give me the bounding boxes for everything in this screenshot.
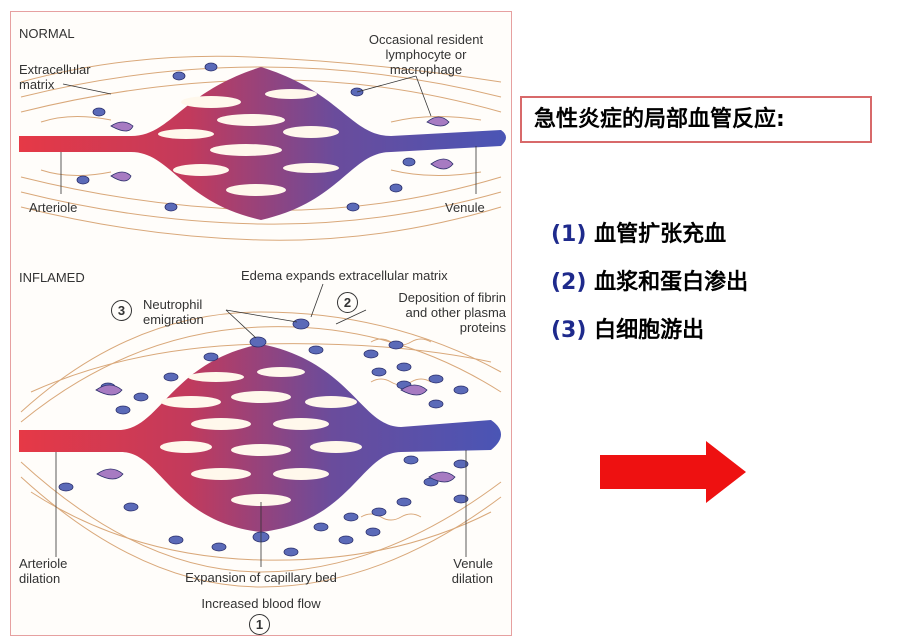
inflamed-capillary-gaps bbox=[160, 367, 362, 506]
response-text: 血浆和蛋白渗出 bbox=[594, 270, 749, 295]
inflamed-panel-title: INFLAMED bbox=[19, 270, 85, 285]
blood-flow-label: Increased blood flow bbox=[201, 596, 321, 611]
response-text: 白细胞游出 bbox=[594, 318, 705, 343]
inflamed-vessel-network bbox=[19, 344, 501, 532]
vessel-diagram bbox=[19, 55, 506, 588]
neutrophil-emigration-label: Neutrophil emigration bbox=[143, 297, 204, 327]
inflamed-panel bbox=[19, 283, 502, 588]
response-number: (3) bbox=[551, 318, 587, 343]
inflamed-leader-lines bbox=[55, 283, 467, 567]
normal-arteriole-label: Arteriole bbox=[29, 200, 78, 215]
response-number: (2) bbox=[551, 270, 587, 295]
normal-panel bbox=[19, 55, 506, 241]
normal-panel-title: NORMAL bbox=[19, 26, 75, 41]
fibrin-number-badge: 2 bbox=[337, 292, 358, 313]
edema-label: Edema expands extracellular matrix bbox=[241, 268, 448, 283]
normal-vessel-network bbox=[19, 67, 506, 220]
normal-leader-lines bbox=[60, 75, 477, 194]
response-item-3: (3) 白细胞游出 bbox=[551, 318, 704, 344]
response-item-1: (1) 血管扩张充血 bbox=[551, 222, 726, 248]
venule-dilation-label: Venule dilation bbox=[451, 556, 493, 586]
blood-flow-number-badge: 1 bbox=[249, 614, 270, 635]
inflamed-cells bbox=[58, 318, 469, 557]
response-number: (1) bbox=[551, 222, 587, 247]
resident-cell-label: Occasional resident lymphocyte or macrop… bbox=[368, 32, 484, 77]
normal-venule-label: Venule bbox=[445, 200, 485, 215]
normal-cells bbox=[76, 62, 454, 212]
response-text: 血管扩张充血 bbox=[594, 222, 727, 247]
right-arrow-icon bbox=[600, 441, 746, 503]
fibrin-deposition-label: Deposition of fibrin and other plasma pr… bbox=[398, 290, 506, 335]
neutrophil-number-badge: 3 bbox=[111, 300, 132, 321]
vascular-response-figure: NORMAL Extracellular matrix Occasional r… bbox=[10, 11, 512, 636]
capillary-expansion-label: Expansion of capillary bed bbox=[185, 570, 337, 585]
normal-capillary-gaps bbox=[158, 89, 339, 196]
arteriole-dilation-label: Arteriole dilation bbox=[19, 556, 68, 586]
extracellular-matrix-label: Extracellular matrix bbox=[19, 62, 91, 92]
side-title: 急性炎症的局部血管反应: bbox=[520, 96, 872, 143]
response-item-2: (2) 血浆和蛋白渗出 bbox=[551, 270, 748, 296]
